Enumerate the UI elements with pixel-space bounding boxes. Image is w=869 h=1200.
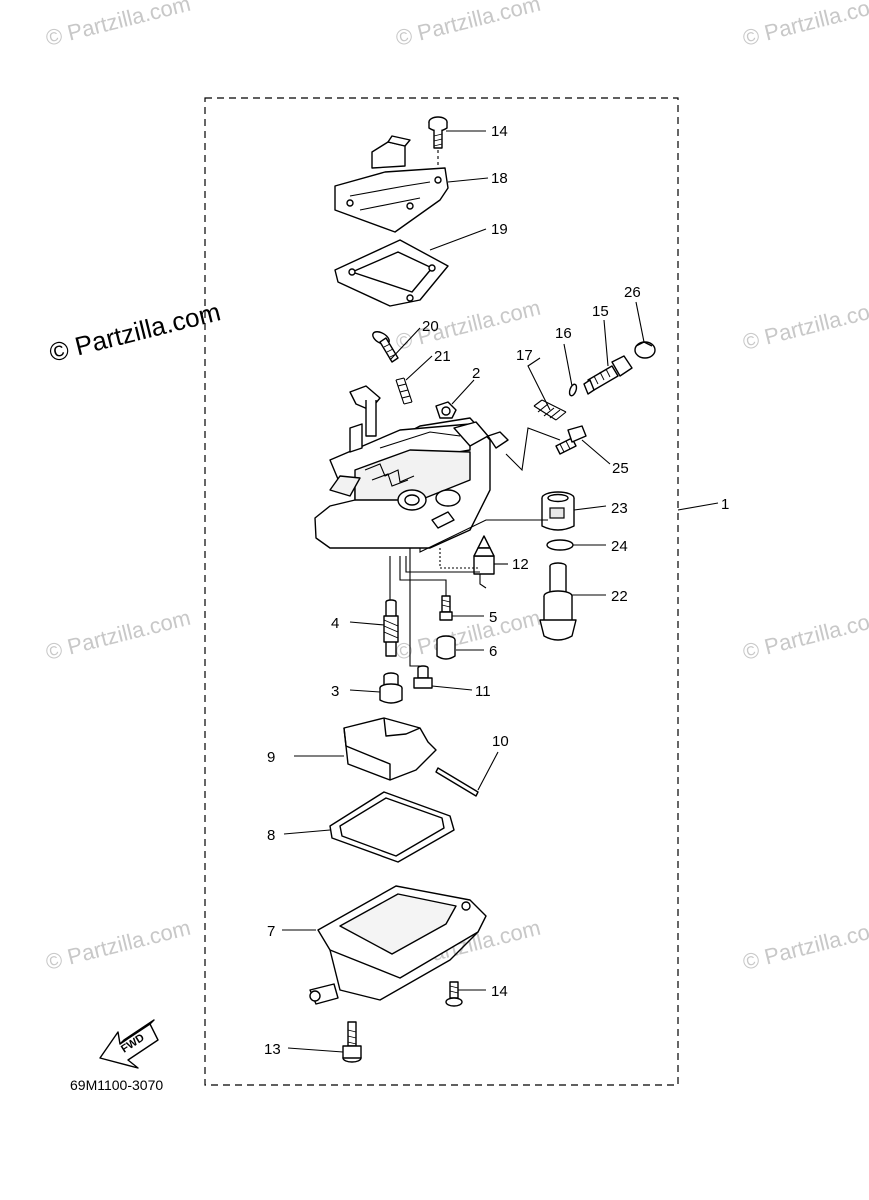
callout-21: 21 [434, 348, 451, 365]
part-2-plug [435, 401, 457, 419]
watermark-text: © Partzilla.com [740, 0, 869, 51]
part-8-gasket [329, 791, 455, 863]
watermark-text: © Partzilla.com [740, 605, 869, 665]
callout-14: 14 [491, 123, 508, 140]
part-19-gasket [334, 239, 449, 307]
part-21-spring [395, 377, 413, 405]
callout-15: 15 [592, 303, 609, 320]
callout-10: 10 [492, 733, 509, 750]
callout-12: 12 [512, 556, 529, 573]
part-26-cap [634, 341, 656, 359]
callout-25: 25 [612, 460, 629, 477]
callout-16: 16 [555, 325, 572, 342]
callout-18: 18 [491, 170, 508, 187]
callout-23: 23 [611, 500, 628, 517]
part-11-jet [413, 665, 433, 689]
watermark-main-text: © Partzilla.com [46, 296, 223, 367]
part-23-valve [541, 491, 575, 531]
callout-9: 9 [267, 749, 275, 766]
part-4-emulsion-tube [383, 599, 399, 657]
watermark-text: © Partzilla.com [740, 915, 869, 975]
part-7-float-chamber [309, 885, 487, 1005]
part-9-float [343, 717, 437, 781]
assembly-frame [204, 97, 679, 1086]
part-16-o-ring [568, 383, 578, 397]
fwd-arrow-icon: FWD [99, 1019, 159, 1069]
part-10-pin [435, 767, 479, 797]
callout-22: 22 [611, 588, 628, 605]
callout-19: 19 [491, 221, 508, 238]
callout-8: 8 [267, 827, 275, 844]
watermark-text: © Partzilla.com [393, 295, 543, 355]
callout-20: 20 [422, 318, 439, 335]
watermark-text: © Partzilla.com [43, 605, 193, 665]
callout-17: 17 [516, 347, 533, 364]
watermark-text: © Partzilla.com [43, 0, 193, 51]
callout-2: 2 [472, 365, 480, 382]
part-14-bottom-screw [445, 981, 463, 1007]
part-13-drain-screw [342, 1021, 362, 1063]
part-22-throttle-valve [539, 562, 577, 641]
callout-4: 4 [331, 615, 339, 632]
leader-lines [282, 130, 719, 1053]
watermark-text: © Partzilla.com [393, 605, 543, 665]
part-24-o-ring [546, 539, 574, 551]
part-18-cover [334, 135, 449, 233]
watermark-text: © Partzilla.com [43, 915, 193, 975]
part-15-pilot-screw [583, 355, 633, 395]
callout-13: 13 [264, 1041, 281, 1058]
callout-3: 3 [331, 683, 339, 700]
callout-6: 6 [489, 643, 497, 660]
watermark-text: © Partzilla.com [393, 0, 543, 51]
drawing-code: 69M1100-3070 [70, 1077, 163, 1093]
part-1-carburetor-body [314, 385, 509, 549]
part-3-main-jet [379, 672, 403, 704]
part-25-screw [555, 425, 587, 455]
callout-7: 7 [267, 923, 275, 940]
part-14-top-screw [428, 116, 448, 168]
part-12-needle [473, 535, 495, 589]
callout-11: 11 [475, 683, 491, 700]
callout-labels: 14 18 19 20 21 2 17 16 15 26 25 23 24 22… [264, 123, 729, 1058]
callout-14: 14 [491, 983, 508, 1000]
callout-24: 24 [611, 538, 628, 555]
callout-1: 1 [721, 496, 729, 513]
watermark-text: © Partzilla.com [740, 295, 869, 355]
callout-5: 5 [489, 609, 497, 626]
part-5-jet [439, 595, 453, 621]
callout-26: 26 [624, 284, 641, 301]
part-6-plug [436, 635, 456, 660]
